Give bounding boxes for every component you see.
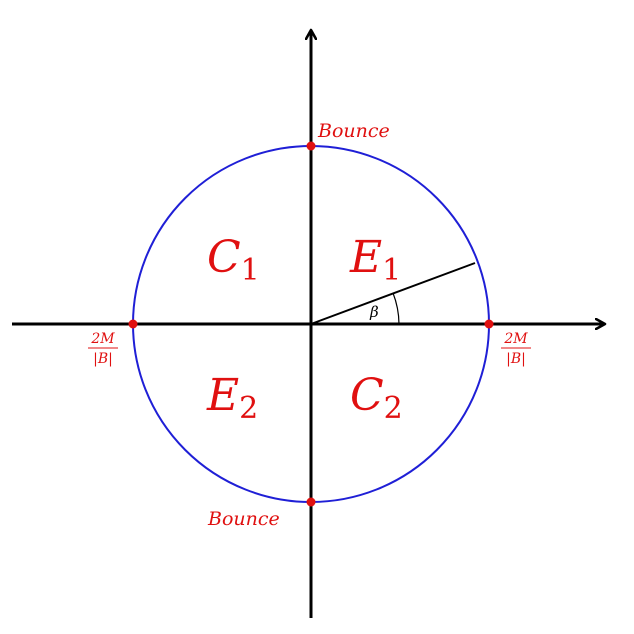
right-intercept-label: 2M |B| — [501, 331, 531, 367]
region-c1: C1 — [207, 232, 260, 288]
angle-arc — [392, 292, 400, 325]
region-c2-main: C — [350, 370, 384, 421]
region-c2-sub: 2 — [384, 391, 403, 426]
region-e1-main: E — [349, 232, 382, 283]
region-e1: E1 — [349, 232, 401, 288]
point-top-bounce — [306, 141, 316, 151]
region-e2: E2 — [206, 370, 258, 426]
bounce-label-bottom: Bounce — [207, 508, 280, 530]
point-bottom-bounce — [306, 497, 316, 507]
point-left-intercept — [128, 319, 138, 329]
region-c1-main: C — [207, 232, 241, 283]
region-e1-sub: 1 — [382, 253, 401, 288]
left-frac-numerator: 2M — [90, 331, 115, 347]
region-c2: C2 — [350, 370, 403, 426]
left-frac-denominator: |B| — [93, 351, 113, 367]
right-frac-numerator: 2M — [503, 331, 528, 347]
left-intercept-label: 2M |B| — [88, 331, 118, 367]
angle-label: β — [369, 303, 379, 321]
region-e2-main: E — [206, 370, 239, 421]
bounce-label-top: Bounce — [317, 120, 390, 142]
point-right-intercept — [484, 319, 494, 329]
region-e2-sub: 2 — [239, 391, 258, 426]
right-frac-denominator: |B| — [506, 351, 526, 367]
region-c1-sub: 1 — [241, 253, 260, 288]
